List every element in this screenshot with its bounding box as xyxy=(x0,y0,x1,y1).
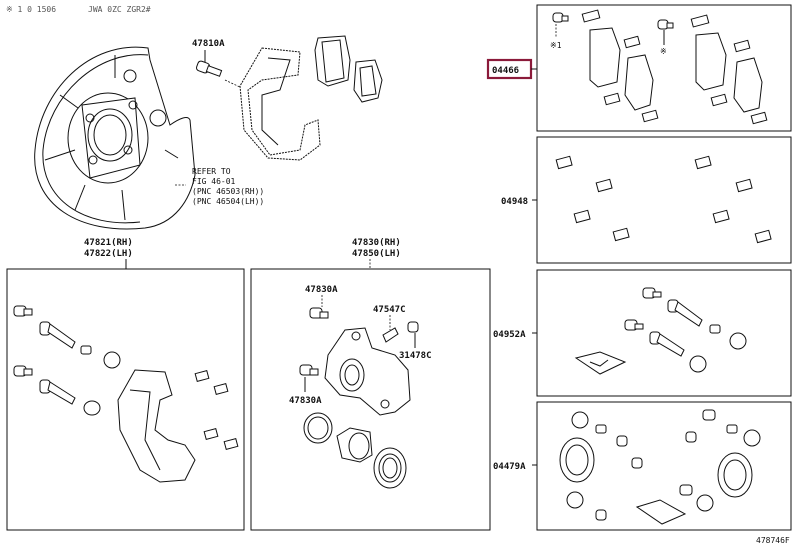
mounting-bracket-drawing xyxy=(117,369,196,483)
refer-line-1: REFER TO xyxy=(192,167,231,176)
label-47850-lh[interactable]: 47850(LH) xyxy=(352,249,401,259)
note-x: ※ xyxy=(660,47,667,56)
bolt-icon xyxy=(195,60,223,77)
kit-04479A-part-number[interactable]: 04479A xyxy=(493,462,526,472)
header-right-code: JWA 0ZC ZGR2# xyxy=(88,5,151,14)
label-47830A-top[interactable]: 47830A xyxy=(305,285,338,295)
label-47822-lh[interactable]: 47822(LH) xyxy=(84,249,133,259)
refer-line-2: FIG 46-01 xyxy=(192,177,236,186)
bleeder-screw-icon xyxy=(299,364,319,376)
label-47810A[interactable]: 47810A xyxy=(192,39,225,49)
refer-line-3: (PNC 46503(RH)) xyxy=(192,187,264,196)
label-31478C[interactable]: 31478C xyxy=(399,351,432,361)
slide-pin-kit-box xyxy=(536,269,792,397)
label-47830A-bottom[interactable]: 47830A xyxy=(289,396,322,406)
kit-04948-part-number[interactable]: 04948 xyxy=(501,197,528,207)
caliper-body-drawing xyxy=(324,327,411,416)
note-x1: ※1 xyxy=(550,41,562,50)
header-left-code: ※ 1 0 1506 xyxy=(6,5,56,14)
piston-boot-drawing xyxy=(373,447,407,489)
seal-kit-drawing xyxy=(559,409,761,525)
piston-drawing xyxy=(336,427,373,463)
figure-id: 478746F xyxy=(756,536,790,545)
bleeder-plug-icon xyxy=(382,327,399,343)
seal-kit-box xyxy=(536,401,792,531)
label-47830-rh[interactable]: 47830(RH) xyxy=(352,238,401,248)
brake-pad-drawing xyxy=(314,35,383,103)
slide-pin-parts-drawing xyxy=(13,305,121,416)
dust-shield-drawing xyxy=(34,46,196,230)
caliper-box xyxy=(250,268,491,531)
shim-clips-drawing xyxy=(194,369,239,451)
piston-seal-drawing xyxy=(303,412,333,444)
cap-icon xyxy=(407,321,419,333)
label-47547C[interactable]: 47547C xyxy=(373,305,406,315)
refer-line-4: (PNC 46504(LH)) xyxy=(192,197,264,206)
caliper-bracket-drawing xyxy=(239,47,321,161)
shim-kit-drawing xyxy=(555,155,772,244)
shim-kit-box xyxy=(536,136,792,264)
kit-04952A-part-number[interactable]: 04952A xyxy=(493,330,526,340)
slide-pin-kit-drawing xyxy=(574,287,747,375)
label-47821-rh[interactable]: 47821(RH) xyxy=(84,238,133,248)
pad-kit-box xyxy=(536,4,792,132)
kit-04466-part-number[interactable]: 04466 xyxy=(492,66,519,76)
bleeder-screw-icon xyxy=(309,307,329,319)
pad-kit-drawing: ※1 ※ xyxy=(550,9,768,125)
mounting-kit-box xyxy=(6,268,245,531)
